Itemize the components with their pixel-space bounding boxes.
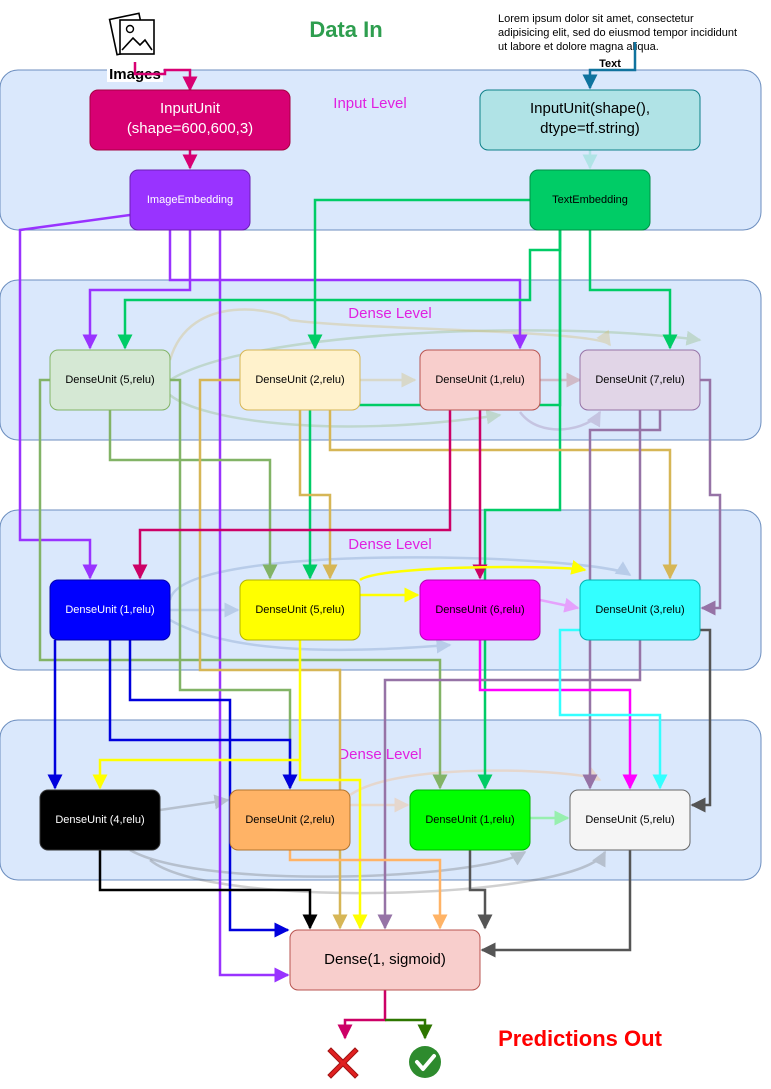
cross-icon xyxy=(327,1047,359,1079)
text-sample-line-1: Lorem ipsum dolor sit amet, consectetur xyxy=(498,13,694,25)
node-text-input-line-2: dtype=tf.string) xyxy=(540,120,640,137)
node-text-embedding-label: TextEmbedding xyxy=(552,194,628,206)
text-sample-line-2: adipisicing elit, sed do eiusmod tempor … xyxy=(498,27,737,39)
node-dense-1b-label: DenseUnit (2,relu) xyxy=(255,374,344,386)
node-dense-3d: DenseUnit (5,relu) xyxy=(569,789,691,851)
node-dense-2c-label: DenseUnit (6,relu) xyxy=(435,604,524,616)
dense-level-label-1: Dense Level xyxy=(348,305,431,322)
node-dense-2d: DenseUnit (3,relu) xyxy=(579,579,701,641)
node-output: Dense(1, sigmoid) xyxy=(289,929,481,991)
node-output-label: Dense(1, sigmoid) xyxy=(324,951,446,968)
text-label: Text xyxy=(599,58,621,70)
node-image-input-line-1: InputUnit xyxy=(160,100,221,117)
node-dense-3d-label: DenseUnit (5,relu) xyxy=(585,814,674,826)
node-dense-1d-label: DenseUnit (7,relu) xyxy=(595,374,684,386)
faded-connectors xyxy=(129,308,702,895)
node-dense-2a-label: DenseUnit (1,relu) xyxy=(65,604,154,616)
input-level-label: Input Level xyxy=(333,95,406,112)
node-dense-3b: DenseUnit (2,relu) xyxy=(229,789,351,851)
node-dense-1a-label: DenseUnit (5,relu) xyxy=(65,374,154,386)
node-text-input-line-1: InputUnit(shape(), xyxy=(530,100,650,117)
image-file-icon xyxy=(108,12,155,56)
node-dense-3a: DenseUnit (4,relu) xyxy=(39,789,161,851)
node-dense-1d: DenseUnit (7,relu) xyxy=(579,349,701,411)
node-image-embedding: ImageEmbedding xyxy=(129,169,251,231)
node-text-embedding: TextEmbedding xyxy=(529,169,651,231)
node-dense-1a: DenseUnit (5,relu) xyxy=(49,349,171,411)
node-dense-3c: DenseUnit (1,relu) xyxy=(409,789,531,851)
node-dense-2b-label: DenseUnit (5,relu) xyxy=(255,604,344,616)
data-in-title: Data In xyxy=(309,17,382,42)
node-dense-1c-label: DenseUnit (1,relu) xyxy=(435,374,524,386)
dense-level-label-3: Dense Level xyxy=(338,746,421,763)
dense-level-label-2: Dense Level xyxy=(348,536,431,553)
node-image-input-line-2: (shape=600,600,3) xyxy=(127,120,253,137)
node-dense-2a: DenseUnit (1,relu) xyxy=(49,579,171,641)
connectors xyxy=(18,42,722,1040)
node-image-input: InputUnit (shape=600,600,3) xyxy=(89,89,291,151)
node-text-input: InputUnit(shape(), dtype=tf.string) xyxy=(479,89,701,151)
node-dense-2b: DenseUnit (5,relu) xyxy=(239,579,361,641)
node-dense-2c: DenseUnit (6,relu) xyxy=(419,579,541,641)
node-dense-3a-label: DenseUnit (4,relu) xyxy=(55,814,144,826)
text-sample-line-3: ut labore et dolore magna aliqua. xyxy=(498,41,659,53)
check-circle-icon xyxy=(409,1046,441,1078)
node-image-embedding-label: ImageEmbedding xyxy=(147,194,233,206)
predictions-out-title: Predictions Out xyxy=(498,1026,662,1051)
node-dense-1b: DenseUnit (2,relu) xyxy=(239,349,361,411)
node-dense-3b-label: DenseUnit (2,relu) xyxy=(245,814,334,826)
node-dense-2d-label: DenseUnit (3,relu) xyxy=(595,604,684,616)
node-dense-1c: DenseUnit (1,relu) xyxy=(419,349,541,411)
node-dense-3c-label: DenseUnit (1,relu) xyxy=(425,814,514,826)
